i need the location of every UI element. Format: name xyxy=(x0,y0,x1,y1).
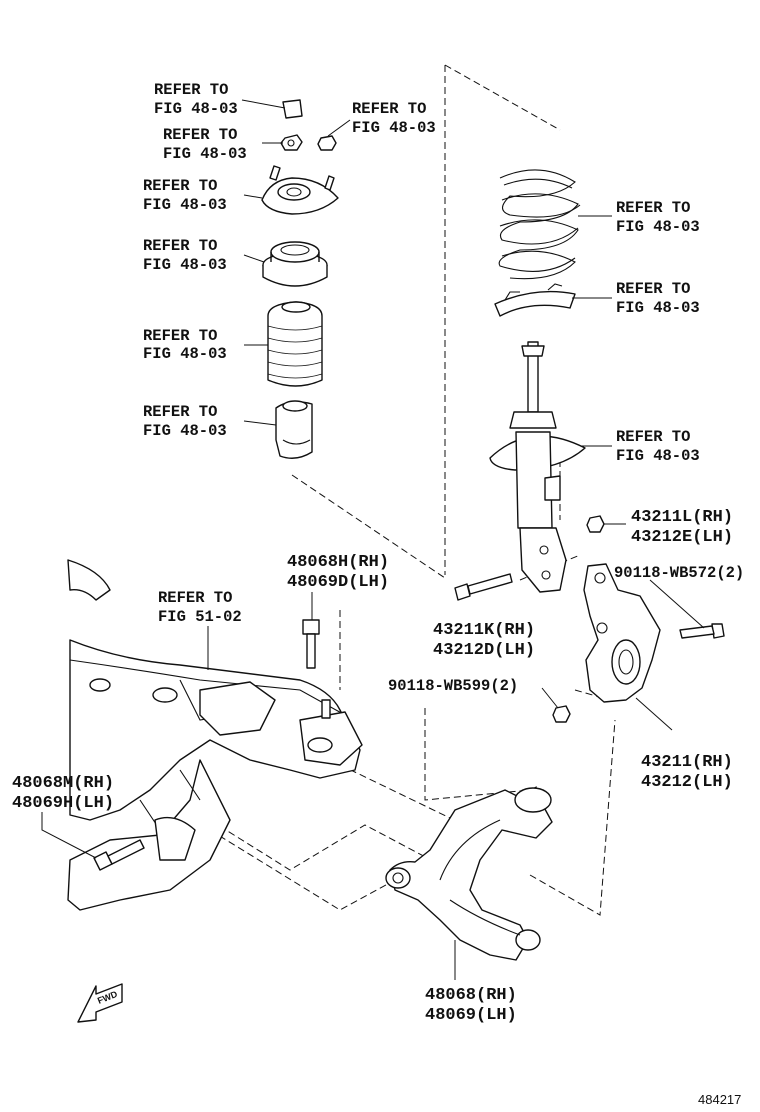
steering-knuckle-part xyxy=(583,563,661,703)
ref-upper-nut-line2: FIG 48-03 xyxy=(163,145,247,163)
knuckle-nut-part xyxy=(586,515,605,533)
part-knuckle-lh: 43212(LH) xyxy=(641,773,733,792)
upper-nut-part xyxy=(280,134,303,151)
cap-part xyxy=(282,99,303,119)
ref-mount-line1: REFER TO xyxy=(143,177,217,195)
ref-insulator-line1: REFER TO xyxy=(616,280,690,298)
upper-mount-part xyxy=(261,165,339,215)
ref-boot-line1: REFER TO xyxy=(143,327,217,345)
fwd-arrow-icon: FWD xyxy=(77,983,123,1023)
part-bolt-center-lh: 48069D(LH) xyxy=(287,573,389,592)
part-bolt-left-lh: 48069H(LH) xyxy=(12,794,114,813)
ref-spring-line1: REFER TO xyxy=(616,199,690,217)
crossmember-part xyxy=(67,559,363,911)
part-arm-lh: 48069(LH) xyxy=(425,1006,517,1025)
ref-insulator-line2: FIG 48-03 xyxy=(616,299,700,317)
ref-mount-line2: FIG 48-03 xyxy=(143,196,227,214)
coil-spring-part xyxy=(498,169,581,280)
part-bolt-center-rh: 48068H(RH) xyxy=(287,553,389,572)
ref-bearing-line1: REFER TO xyxy=(143,237,217,255)
insulator-part xyxy=(494,283,576,317)
bearing-part xyxy=(262,241,328,287)
ref-cap-line2: FIG 48-03 xyxy=(154,100,238,118)
strut-bolt-part xyxy=(454,573,513,601)
part-bolt-left-rh: 48068M(RH) xyxy=(12,774,114,793)
ref-crossmember-line2: FIG 51-02 xyxy=(158,608,242,626)
ref-strut-line1: REFER TO xyxy=(616,428,690,446)
ref-strut-line2: FIG 48-03 xyxy=(616,447,700,465)
part-bolt-knuckle: 90118-WB572(2) xyxy=(614,564,744,582)
ref-upper-nut-line1: REFER TO xyxy=(163,126,237,144)
leader-lines xyxy=(41,99,705,980)
ref-crossmember-line1: REFER TO xyxy=(158,589,232,607)
left-bolt-part xyxy=(93,839,145,871)
ref-cap-line1: REFER TO xyxy=(154,81,228,99)
bumper-part xyxy=(275,400,313,459)
knuckle-bolt-part xyxy=(679,623,725,639)
right-nut-part xyxy=(317,135,337,151)
ref-right-nut-line1: REFER TO xyxy=(352,100,426,118)
part-knuckle-rh: 43211(RH) xyxy=(641,753,733,772)
ref-right-nut-line2: FIG 48-03 xyxy=(352,119,436,137)
ref-bumper-line1: REFER TO xyxy=(143,403,217,421)
ref-bumper-line2: FIG 48-03 xyxy=(143,422,227,440)
part-bolt-strut-lh: 43212D(LH) xyxy=(433,641,535,660)
ref-spring-line2: FIG 48-03 xyxy=(616,218,700,236)
center-bolt-part xyxy=(302,619,320,669)
bump-boot-part xyxy=(267,301,323,387)
part-nut-knuckle-rh: 43211L(RH) xyxy=(631,508,733,527)
part-arm-rh: 48068(RH) xyxy=(425,986,517,1005)
ref-boot-line2: FIG 48-03 xyxy=(143,345,227,363)
lower-control-arm-part xyxy=(385,787,553,961)
document-number: 484217 xyxy=(698,1092,741,1107)
ref-bearing-line2: FIG 48-03 xyxy=(143,256,227,274)
part-nut-knuckle-lh: 43212E(LH) xyxy=(631,528,733,547)
part-bolt-strut-rh: 43211K(RH) xyxy=(433,621,535,640)
part-nut-lower: 90118-WB599(2) xyxy=(388,677,518,695)
lower-nut-part xyxy=(552,705,571,723)
strut-assembly-part xyxy=(489,341,586,593)
